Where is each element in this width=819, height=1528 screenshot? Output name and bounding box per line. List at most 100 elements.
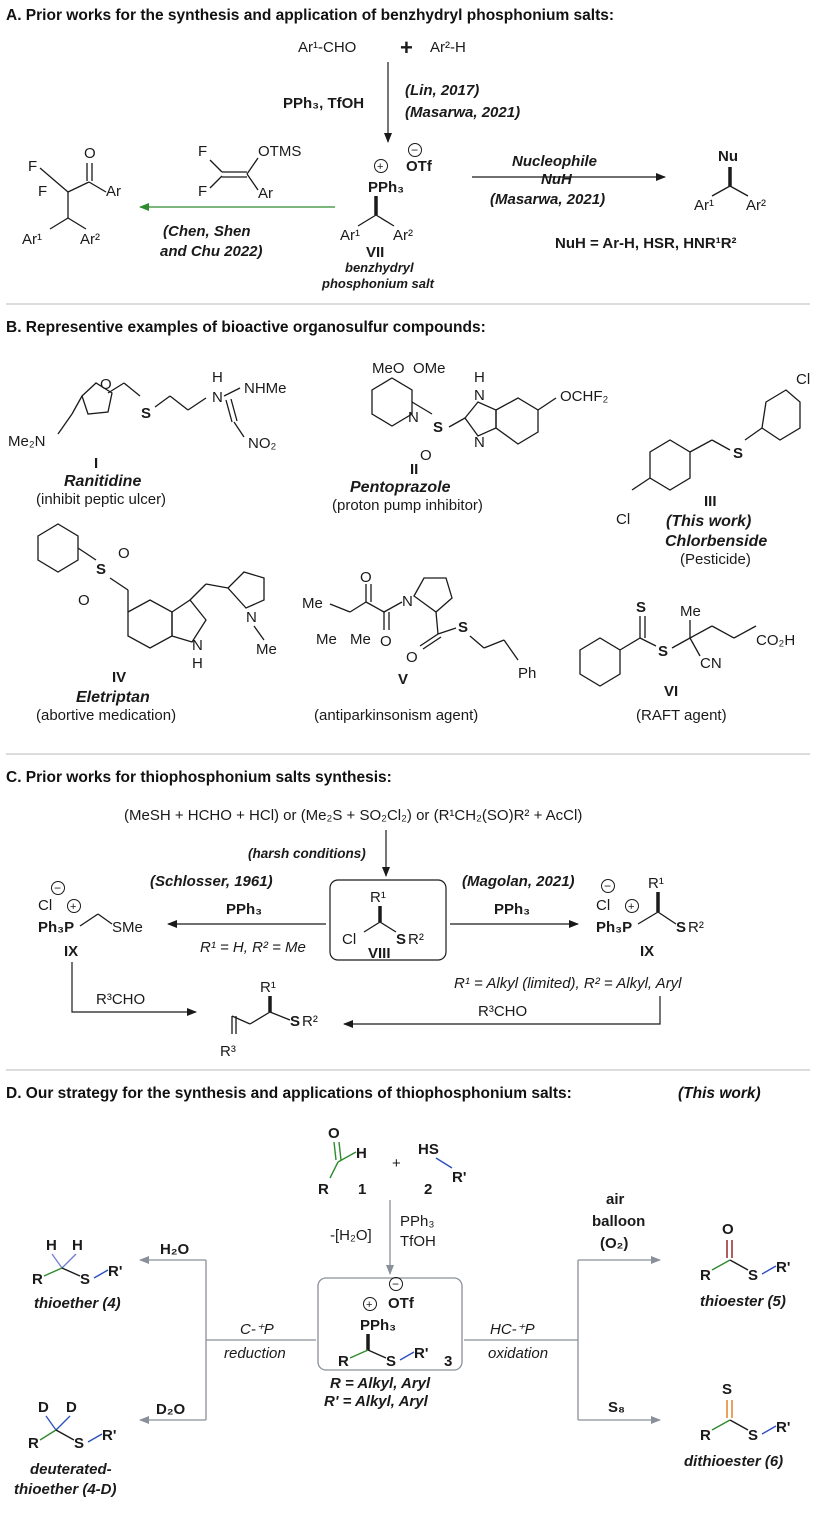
r-box: R [338, 1353, 349, 1370]
n-indoline: N [192, 637, 203, 654]
ref-masarwa-2: (Masarwa, 2021) [490, 191, 605, 208]
s-deut: S [74, 1435, 84, 1452]
me-v-1: Me [302, 595, 323, 612]
r-deut: R [28, 1435, 39, 1452]
label-vi: VI [664, 683, 678, 700]
svg-text:+: + [366, 1299, 372, 1311]
section-b: B. Representive examples of bioactive or… [6, 319, 810, 724]
intermediate-box [317, 1277, 463, 1371]
pph3-d: PPh₃ [400, 1213, 434, 1230]
minus-water: -[H₂O] [330, 1227, 372, 1244]
rp-definition: R' = Alkyl, Aryl [324, 1393, 429, 1410]
o-eletriptan-1: O [118, 545, 130, 562]
s-dithio-thione: S [722, 1381, 732, 1398]
me2n-label: Me₂N [8, 433, 46, 450]
pyridine-n: N [408, 409, 419, 426]
ochf2-label: OCHF₂ [560, 388, 608, 405]
cl-ix-left: Cl [38, 897, 52, 914]
ar2-a: Ar² [393, 227, 413, 244]
r3-vinyl: R³ [220, 1043, 236, 1060]
label-vii: VII [366, 244, 384, 261]
caption-benzhydryl: benzhydryl [345, 260, 414, 275]
caption-phosphonium: phosphonium salt [321, 276, 435, 291]
label-i: I [94, 455, 98, 472]
compound-ranitidine: Me₂N O S N H NHMe NO₂ I Ranitidine (inhi… [8, 369, 287, 508]
o-v-1: O [360, 569, 372, 586]
reactant-arene: Ar²-H [430, 39, 466, 56]
d-label-2: D [66, 1399, 77, 1416]
c-p-label: C-⁺P [240, 1321, 274, 1338]
r1-vinyl: R¹ [260, 979, 276, 996]
dithioester-label: dithioester (6) [684, 1453, 783, 1470]
nhme-label: NHMe [244, 380, 287, 397]
s-thioester: S [748, 1267, 758, 1284]
section-c-title: C. Prior works for thiophosphonium salts… [6, 769, 392, 786]
svg-text:−: − [392, 1277, 399, 1291]
name-chlorbenside: Chlorbenside [665, 533, 767, 550]
section-d: D. Our strategy for the synthesis and ap… [6, 1085, 790, 1498]
s-ranitidine: S [141, 405, 151, 422]
s-pentoprazole: S [433, 419, 443, 436]
ar-ketone: Ar [106, 183, 121, 200]
hs-thiol: HS [418, 1141, 439, 1158]
s-eletriptan: S [96, 561, 106, 578]
me-eletriptan: Me [256, 641, 277, 658]
compound-chlorbenside: Cl S Cl III (This work) Chlorbenside (Pe… [616, 371, 810, 568]
o-aldehyde: O [328, 1125, 340, 1142]
rp-thioether: R' [108, 1263, 122, 1280]
air-label: air [606, 1191, 625, 1208]
r1-ix-right: R¹ [648, 875, 664, 892]
h-indoline: H [192, 655, 203, 672]
pph3-c-left: PPh₃ [226, 901, 262, 918]
s-box: S [386, 1353, 396, 1370]
o2-label: (O₂) [600, 1235, 628, 1252]
svg-text:−: − [411, 143, 418, 157]
sme-label: SMe [112, 919, 143, 936]
section-d-title: D. Our strategy for the synthesis and ap… [6, 1085, 572, 1102]
imidazole-nh: N [474, 387, 485, 404]
num-1: 1 [358, 1181, 366, 1198]
svg-text:−: − [54, 881, 61, 895]
r1-viii: R¹ [370, 889, 386, 906]
rp-deut: R' [102, 1427, 116, 1444]
o-ketone: O [84, 145, 96, 162]
deut-label-1: deuterated- [30, 1461, 112, 1478]
section-b-title: B. Representive examples of bioactive or… [6, 319, 486, 336]
ref-chen-1: (Chen, Shen [163, 223, 251, 240]
reagents-a: PPh₃, TfOH [283, 95, 364, 112]
s-thioether-vi: S [658, 643, 668, 660]
ar2-ketone: Ar² [80, 231, 100, 248]
ome-2: OMe [413, 360, 446, 377]
nucleophile-label: Nucleophile [512, 153, 597, 170]
otf-d: OTf [388, 1295, 415, 1312]
arrow-left-down [71, 962, 197, 1016]
rp-box: R' [414, 1345, 428, 1362]
ome-1: MeO [372, 360, 405, 377]
rp-thiol: R' [452, 1169, 466, 1186]
label-ix-right: IX [640, 943, 654, 960]
h-thioether-2: H [72, 1237, 83, 1254]
ar-label-enol: Ar [258, 185, 273, 202]
name-pentoprazole: Pentoprazole [350, 479, 451, 496]
pph3-box: PPh₃ [360, 1317, 396, 1334]
me-v-3: Me [350, 631, 371, 648]
name-eletriptan: Eletriptan [76, 689, 150, 706]
balloon-label: balloon [592, 1213, 645, 1230]
me-v-2: Me [316, 631, 337, 648]
no2-label: NO₂ [248, 435, 277, 452]
cn-vi: CN [700, 655, 722, 672]
r-dithio: R [700, 1427, 711, 1444]
cl-viii: Cl [342, 931, 356, 948]
this-work-iii: (This work) [666, 513, 751, 530]
s-thione: S [636, 599, 646, 616]
svg-text:−: − [604, 879, 611, 893]
svg-text:+: + [628, 901, 634, 913]
thioester-label: thioester (5) [700, 1293, 786, 1310]
r2-ix-right: R² [688, 919, 704, 936]
label-v: V [398, 671, 408, 688]
viii-box [329, 879, 447, 961]
use-vi: (RAFT agent) [636, 707, 727, 724]
ph3p-right: Ph₃P [596, 919, 632, 936]
ar1-product: Ar¹ [694, 197, 714, 214]
n-v: N [402, 593, 413, 610]
